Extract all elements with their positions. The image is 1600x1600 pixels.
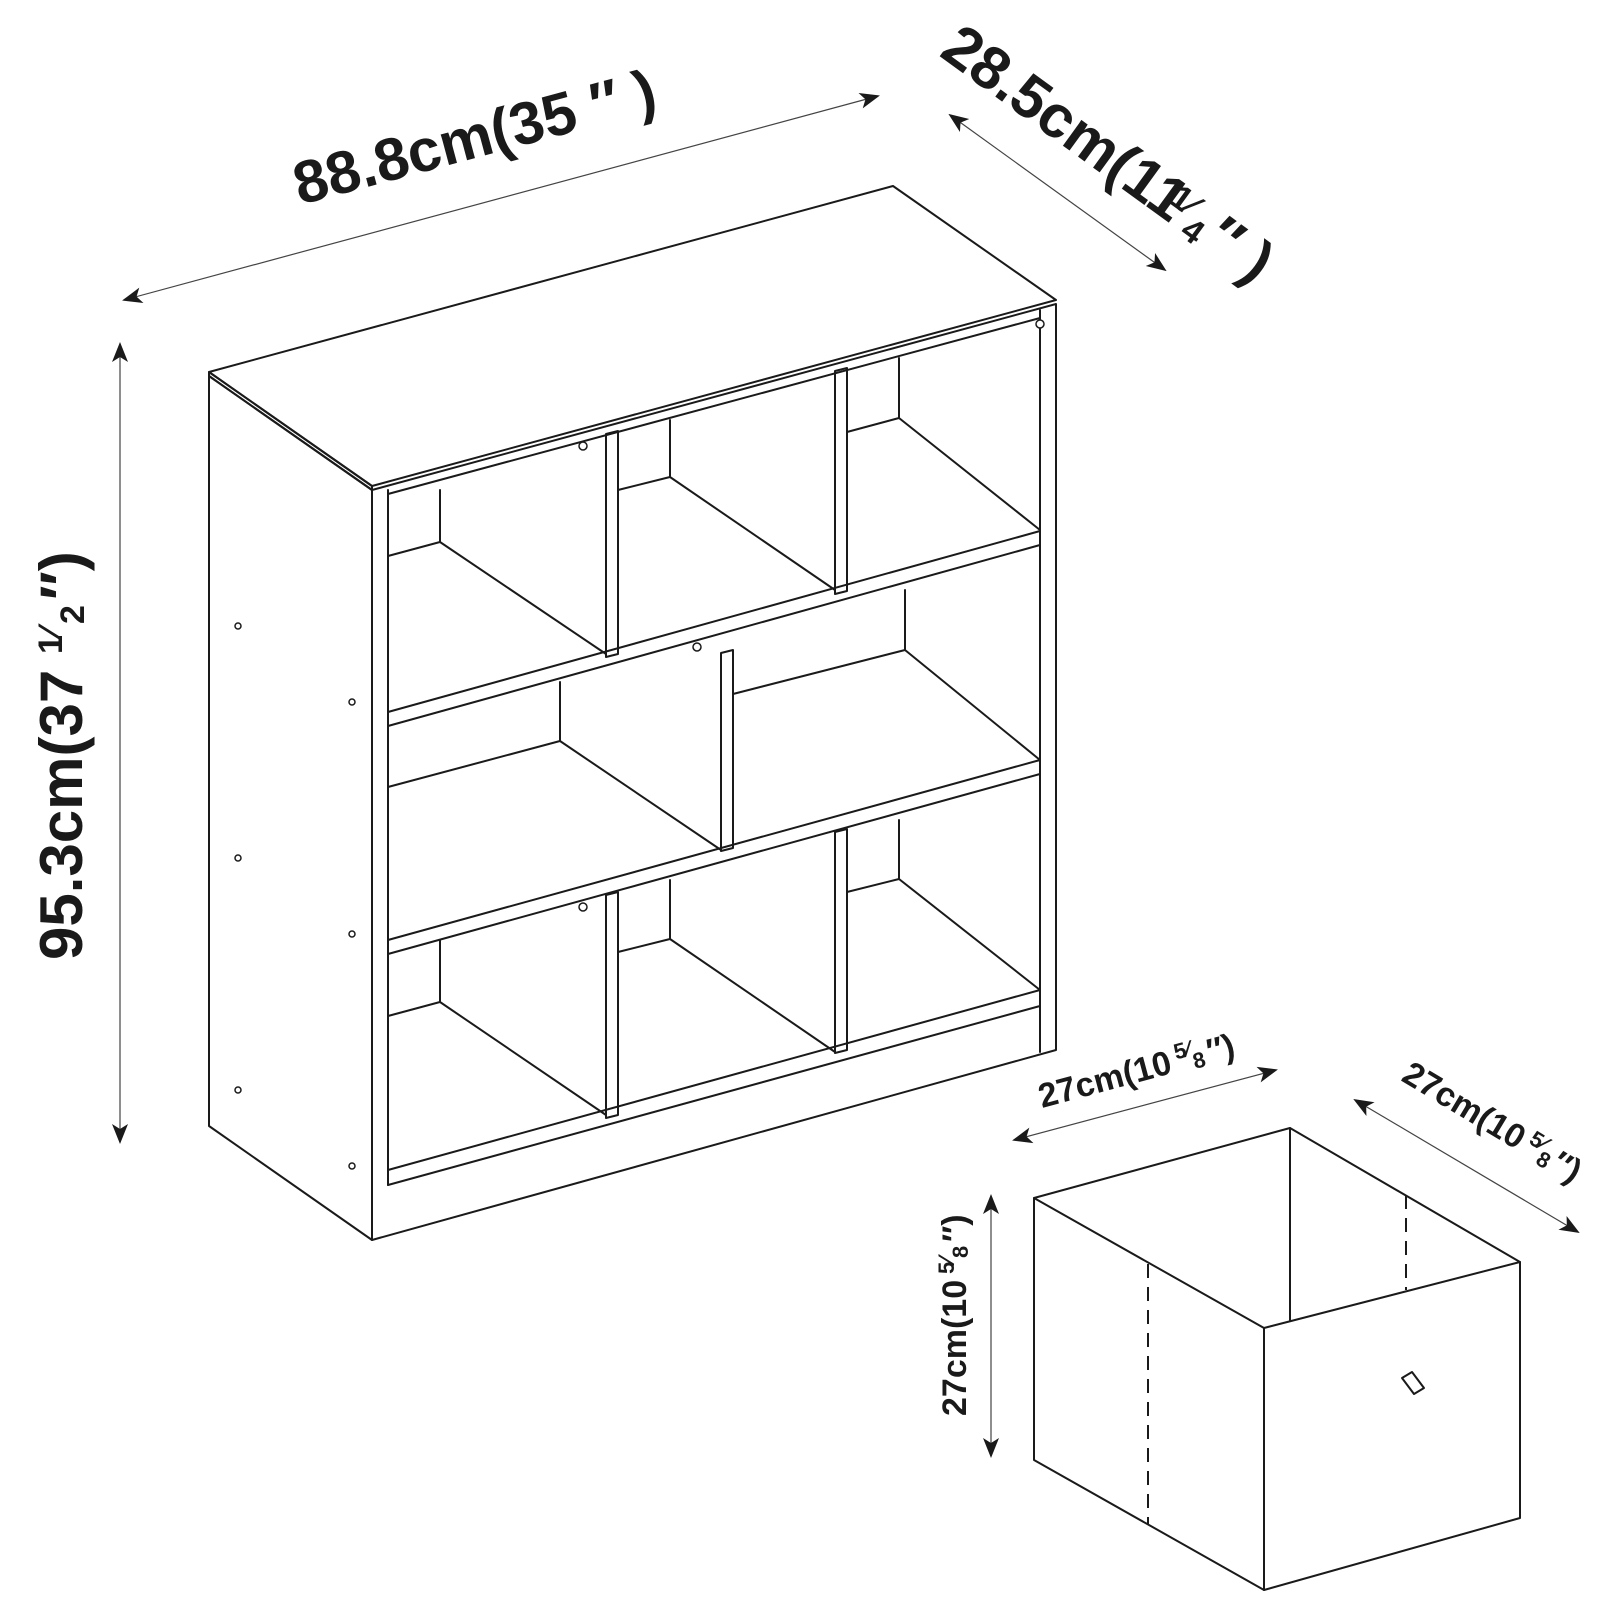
- bin-width-dimension: 27cm(10 5⁄ 8 ″): [1012, 1027, 1278, 1144]
- shelf-depth-label: 28.5cm(11: [930, 11, 1201, 234]
- depth-arrow: [948, 113, 1167, 272]
- bin-left-panel: [1033, 1197, 1265, 1591]
- svg-text:8: 8: [1190, 1047, 1208, 1074]
- bin-height-dimension: 27cm(10 5⁄ 8 ″): [934, 1194, 999, 1458]
- bin-pull-hole: [1401, 1371, 1425, 1395]
- shelf-pin-holes: [234, 319, 1045, 1170]
- shelf-depth-dimension: 28.5cm(11 1⁄ 4 ″ ): [930, 11, 1286, 295]
- bin-width-label: 27cm(10: [1034, 1044, 1175, 1116]
- bin-depth-dimension: 27cm(10 5⁄ 8 ″): [1353, 1054, 1588, 1234]
- bookshelf-drawing: [208, 185, 1057, 1241]
- shelf-front-frame: [371, 303, 1057, 1241]
- svg-text:8: 8: [948, 1246, 973, 1258]
- shelf-width-label: 88.8cm(35 ″ ): [286, 56, 663, 217]
- shelf-width-dimension: 88.8cm(35 ″ ): [122, 56, 880, 304]
- svg-text:1⁄: 1⁄: [32, 623, 70, 654]
- svg-text:″): ″): [936, 1214, 974, 1242]
- svg-text:5⁄: 5⁄: [934, 1254, 959, 1274]
- svg-text:2: 2: [54, 605, 92, 624]
- storage-bin-drawing: [1033, 1127, 1521, 1591]
- shelf-left-side: [208, 375, 373, 1241]
- bin-depth-label: 27cm(10: [1396, 1054, 1532, 1157]
- width-arrow: [122, 92, 880, 304]
- shelf-board-1: [387, 530, 1041, 727]
- svg-text:″): ″): [1202, 1027, 1239, 1071]
- bin-height-label: 27cm(10: [936, 1280, 974, 1416]
- shelf-height-label: 95.3cm(37: [28, 670, 95, 960]
- svg-text:″ ): ″ ): [1194, 203, 1286, 296]
- svg-text:″): ″): [28, 551, 95, 600]
- shelf-board-2: [387, 759, 1041, 955]
- bin-front-panel: [1263, 1261, 1521, 1591]
- shelf-height-dimension: 95.3cm(37 1⁄ 2 ″): [28, 342, 128, 1144]
